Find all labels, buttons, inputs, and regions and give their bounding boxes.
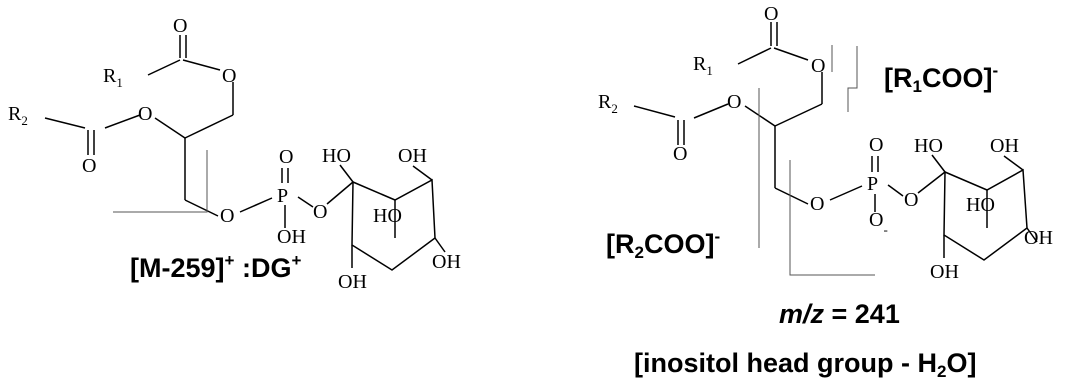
mz-241-label: m/z = 241 <box>779 299 900 329</box>
inositol-hydroxyl-5: OH <box>338 271 367 293</box>
glycerol-phosphate-oxygen: O <box>220 205 234 227</box>
right-bonds <box>633 22 1038 261</box>
phosphate-inositol-oxygen: O <box>904 189 918 211</box>
inositol-hydroxyl-3: HO <box>373 205 402 227</box>
phosphorus: P <box>867 173 878 195</box>
r2coo-fragment-label: [R2COO]- <box>606 227 720 262</box>
carbonyl-oxygen-2: O <box>82 155 96 177</box>
ester-oxygen-2: O <box>138 103 152 125</box>
phosphate-anion-oxygen: O- <box>869 209 888 237</box>
left-atoms: O R1 O R2 O O O O P OH O HO OH HO OH OH <box>8 15 461 293</box>
phosphorus: P <box>277 185 288 207</box>
carbonyl-oxygen-2: O <box>673 143 687 165</box>
inositol-hydroxyl-2: OH <box>990 135 1019 157</box>
right-structure: O R1 O R2 O O O O P O- O HO OH HO OH OH … <box>598 3 1053 380</box>
right-fragment-brackets <box>758 45 875 276</box>
inositol-hydroxyl-5: OH <box>930 261 959 283</box>
ester-oxygen-1: O <box>811 55 825 77</box>
carbonyl-oxygen-1: O <box>173 15 187 37</box>
carbonyl-oxygen-1: O <box>764 3 778 25</box>
r1coo-fragment-label: [R1COO]- <box>884 61 998 96</box>
r2-group: R2 <box>8 103 28 128</box>
r2-group: R2 <box>598 91 618 116</box>
glycerol-phosphate-oxygen: O <box>810 193 824 215</box>
inositol-hydroxyl-1: HO <box>914 135 943 157</box>
inositol-hydroxyl-3: HO <box>966 194 995 216</box>
inositol-hydroxyl-4: OH <box>432 251 461 273</box>
inositol-head-group-label: [inositol head group - H2O] <box>634 348 976 380</box>
phosphoryl-oxygen: O <box>869 134 883 156</box>
m-259-dg-label: [M-259]+ :DG+ <box>130 251 301 283</box>
inositol-hydroxyl-1: HO <box>322 145 351 167</box>
left-structure: O R1 O R2 O O O O P OH O HO OH HO OH OH … <box>8 15 461 293</box>
r1-group: R1 <box>693 53 713 78</box>
left-bonds <box>44 35 446 271</box>
phosphoryl-oxygen: O <box>279 146 293 168</box>
phosphate-inositol-oxygen: O <box>313 201 327 223</box>
inositol-hydroxyl-2: OH <box>398 145 427 167</box>
left-fragment-bracket <box>113 150 208 213</box>
right-atoms: O R1 O R2 O O O O P O- O HO OH HO OH OH <box>598 3 1053 283</box>
ester-oxygen-2: O <box>727 91 741 113</box>
inositol-hydroxyl-4: OH <box>1024 227 1053 249</box>
r1-group: R1 <box>103 65 123 90</box>
phosphate-hydroxyl: OH <box>277 226 306 248</box>
ester-oxygen-1: O <box>222 65 236 87</box>
